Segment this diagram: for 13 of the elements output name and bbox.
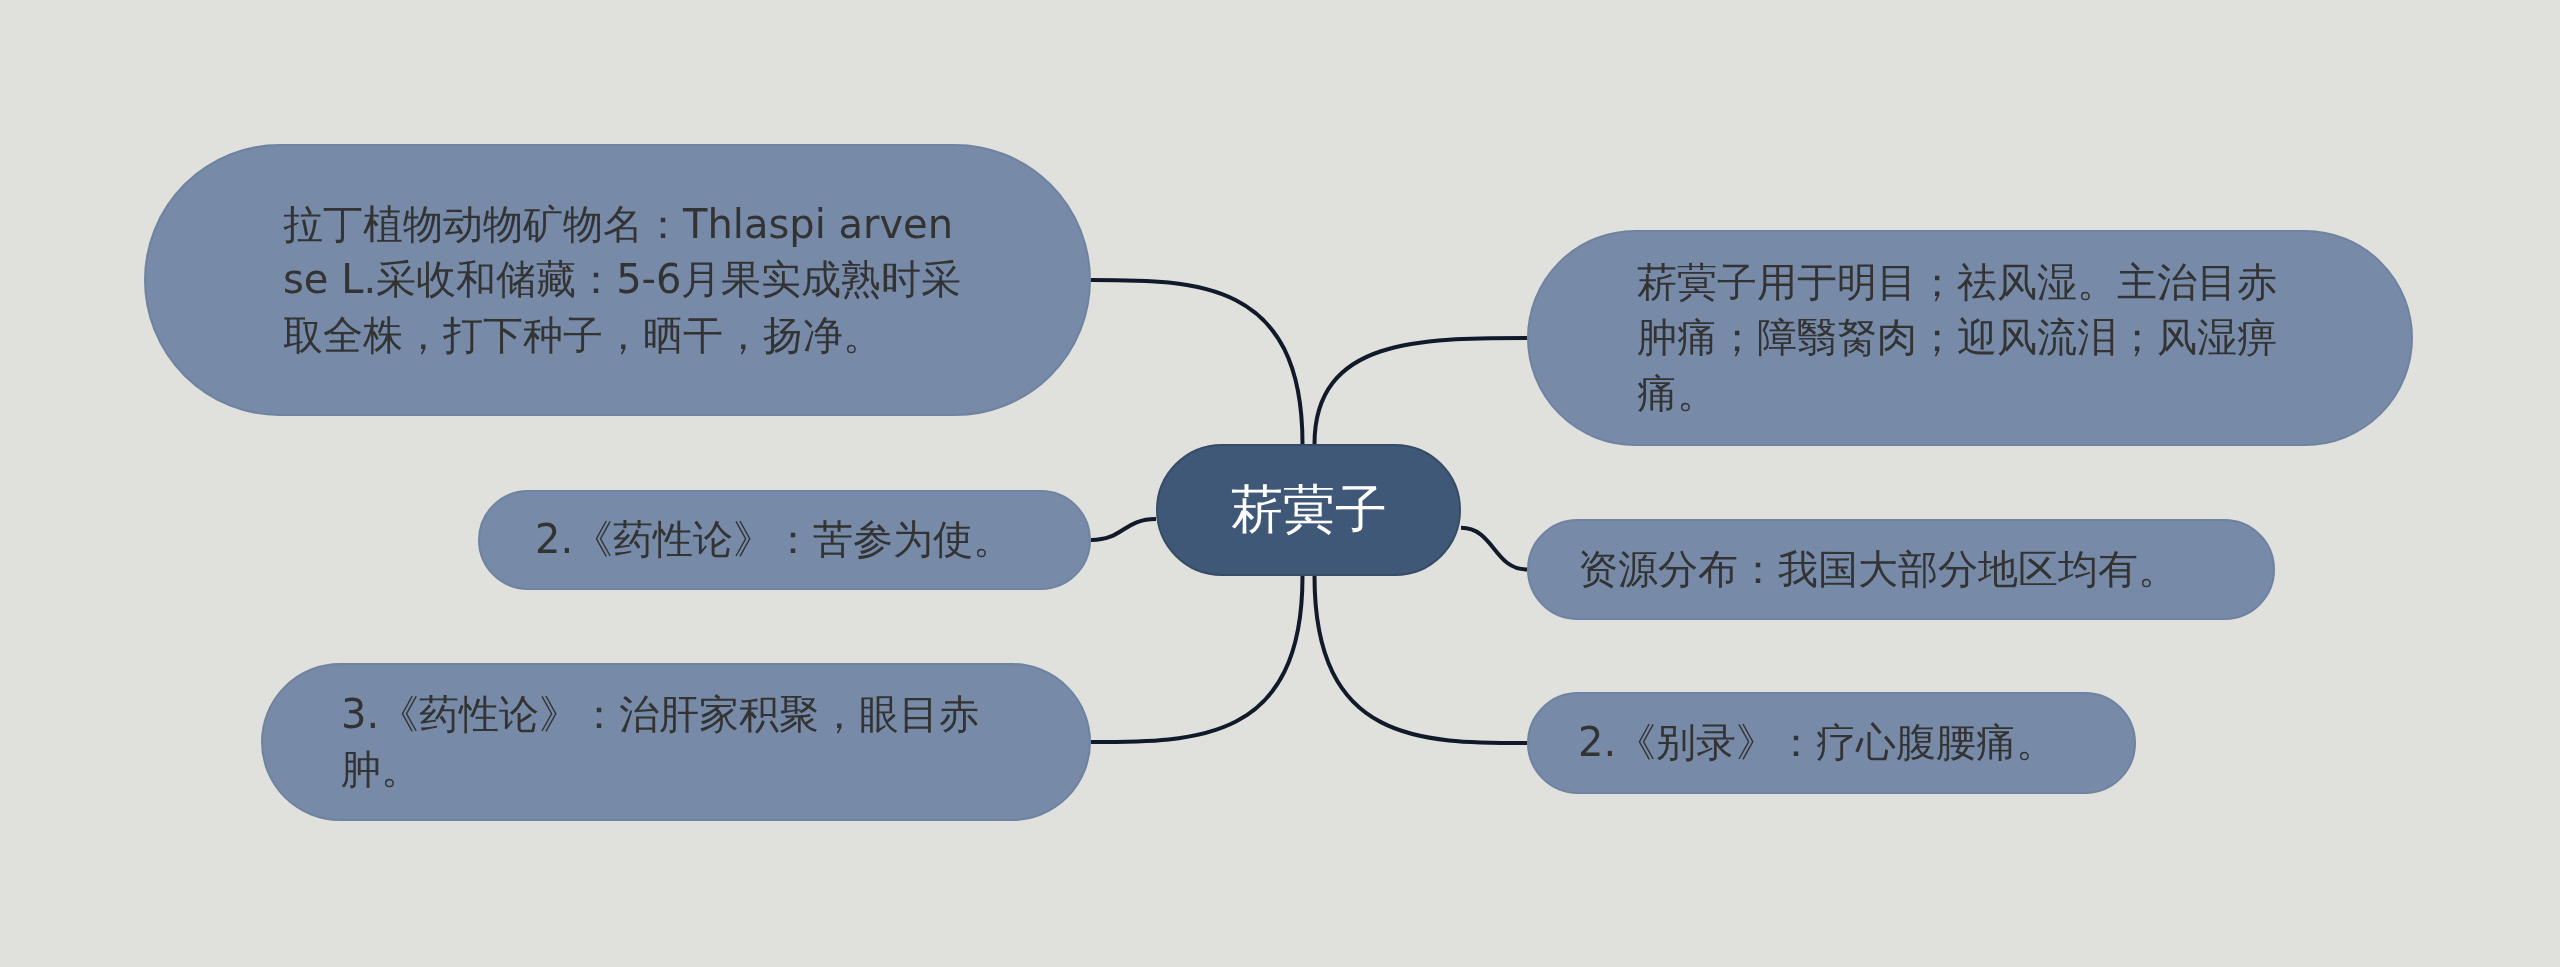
connector-curve bbox=[1091, 575, 1305, 744]
topic-text: 资源分布：我国大部分地区均有。 bbox=[1578, 544, 2179, 594]
topic-text: 菥蓂子用于明目；祛风湿。主治目赤肿痛；障翳胬肉；迎风流泪；风湿痹痛。 bbox=[1637, 258, 2277, 418]
topic-text: 2.《别录》：疗心腹腰痛。 bbox=[1578, 718, 2058, 768]
topic-text: 2.《药性论》：苦参为使。 bbox=[535, 515, 1015, 565]
topic-text: 拉丁植物动物矿物名：Thlaspi arvense L.采收和储藏：5-6月果实成熟时采取全株，打下种子，晒干，扬净。 bbox=[283, 200, 963, 360]
connector-curve bbox=[1460, 525, 1528, 572]
connector-curve bbox=[1091, 278, 1305, 445]
connector-curve bbox=[1312, 575, 1527, 745]
connector-curve bbox=[1312, 336, 1527, 445]
connector-curve bbox=[1090, 517, 1157, 542]
topic-text: 3.《药性论》：治肝家积聚，眼目赤肿。 bbox=[341, 689, 981, 794]
central-topic-text: 菥蓂子 bbox=[1230, 478, 1387, 542]
